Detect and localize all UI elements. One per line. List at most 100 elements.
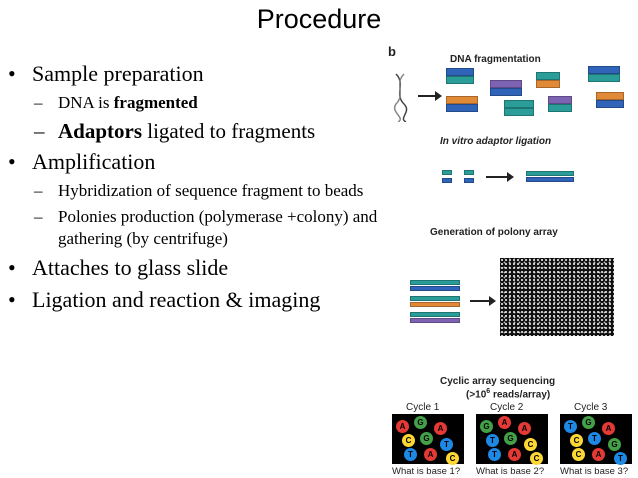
- template-bar: [410, 296, 460, 301]
- template-bar: [410, 280, 460, 285]
- subbullet-text: Polonies production (polymerase +colony)…: [58, 207, 378, 248]
- base-dot: T: [488, 448, 501, 461]
- fragment-bar: [504, 100, 534, 108]
- base-dot: C: [530, 452, 543, 465]
- template-bar: [410, 286, 460, 291]
- subbullet-bold-text: Adaptors: [58, 119, 143, 143]
- subbullet-hybridization: – Hybridization of sequence fragment to …: [8, 180, 388, 202]
- subbullet-bold-text: fragmented: [113, 93, 198, 112]
- slide-title: Procedure: [256, 4, 382, 34]
- adaptor-bar: [442, 178, 452, 183]
- polony-array-image: [500, 258, 614, 336]
- arrow-icon: [486, 172, 514, 182]
- dash-marker: –: [34, 181, 43, 200]
- dash-marker: –: [34, 119, 45, 143]
- base-dot: G: [608, 438, 621, 451]
- base-dot: A: [434, 422, 447, 435]
- base-dot: C: [446, 452, 459, 465]
- fragment-bar: [446, 104, 478, 112]
- bullet-text: Amplification: [32, 149, 156, 174]
- base-dot: G: [504, 432, 517, 445]
- fragment-bar: [490, 80, 522, 88]
- fragment-bar: [504, 108, 534, 116]
- panel-letter: b: [388, 44, 396, 59]
- base-dot: C: [524, 438, 537, 451]
- dna-helix-icon: [393, 73, 408, 122]
- arrow-icon: [418, 91, 442, 101]
- base-dot: T: [404, 448, 417, 461]
- step-label-fragmentation: DNA fragmentation: [450, 54, 541, 65]
- base-dot: A: [396, 420, 409, 433]
- subbullet-text: Hybridization of sequence fragment to be…: [58, 181, 364, 200]
- step-label-sequencing: Cyclic array sequencing: [440, 376, 556, 387]
- fragment-bar: [596, 92, 624, 100]
- base-dot: A: [498, 416, 511, 429]
- cycle-label: Cycle 2: [490, 402, 524, 413]
- bullet-sample-preparation: • Sample preparation: [8, 60, 388, 88]
- subbullet-polonies: – Polonies production (polymerase +colon…: [8, 206, 388, 250]
- subbullet-adaptors-ligated: – Adaptors ligated to fragments: [8, 118, 388, 144]
- fragment-bar: [548, 96, 572, 104]
- fragment-bar: [536, 80, 560, 88]
- cycle-label: Cycle 3: [574, 402, 608, 413]
- base-dot: A: [424, 448, 437, 461]
- ligated-bar: [526, 177, 574, 182]
- step-label-polony: Generation of polony array: [430, 227, 558, 238]
- fragment-bar: [446, 96, 478, 104]
- fragment-bar: [446, 76, 474, 84]
- base-dot: G: [582, 416, 595, 429]
- adaptor-bar: [464, 178, 474, 183]
- base-dot: A: [508, 448, 521, 461]
- fragment-bar: [548, 104, 572, 112]
- template-bar: [410, 302, 460, 307]
- adaptor-bar: [442, 170, 452, 175]
- base-dot: A: [592, 448, 605, 461]
- bullet-text: Attaches to glass slide: [32, 255, 229, 280]
- bullet-list: • Sample preparation – DNA is fragmented…: [8, 60, 388, 318]
- fragment-bar: [588, 66, 620, 74]
- base-dot: T: [588, 432, 601, 445]
- bullet-text: Ligation and reaction & imaging: [32, 287, 321, 312]
- fragment-bar: [490, 88, 522, 96]
- cycle-question: What is base 1?: [392, 466, 461, 477]
- bullet-ligation: • Ligation and reaction & imaging: [8, 286, 388, 314]
- bullet-marker: •: [8, 149, 16, 174]
- fragment-bar: [446, 68, 474, 76]
- ligated-bar: [526, 171, 574, 176]
- base-dot: T: [486, 434, 499, 447]
- bullet-text: Sample preparation: [32, 61, 204, 86]
- base-dot: G: [414, 416, 427, 429]
- subbullet-text: ligated to fragments: [142, 119, 316, 143]
- fragment-bar: [596, 100, 624, 108]
- step-label-ligation: In vitro adaptor ligation: [440, 136, 552, 147]
- cycle-label: Cycle 1: [406, 402, 440, 413]
- base-dot: A: [602, 422, 615, 435]
- cycle-question: What is base 3?: [560, 466, 629, 477]
- base-dot: T: [440, 438, 453, 451]
- fragment-bar: [536, 72, 560, 80]
- template-bar: [410, 312, 460, 317]
- base-dot: G: [420, 432, 433, 445]
- subbullet-dna-fragmented: – DNA is fragmented: [8, 92, 388, 114]
- base-dot: C: [572, 448, 585, 461]
- bullet-attaches: • Attaches to glass slide: [8, 254, 388, 282]
- base-dot: A: [518, 422, 531, 435]
- subbullet-text: DNA is: [58, 93, 114, 112]
- adaptor-bar: [464, 170, 474, 175]
- fragment-bar: [588, 74, 620, 82]
- bullet-amplification: • Amplification: [8, 148, 388, 176]
- dash-marker: –: [34, 207, 43, 226]
- bullet-marker: •: [8, 61, 16, 86]
- step-label-reads: (>106 reads/array): [466, 388, 551, 401]
- base-dot: T: [564, 420, 577, 433]
- base-dot: T: [614, 452, 627, 465]
- bullet-marker: •: [8, 255, 16, 280]
- procedure-figure: b DNA fragmentation In vitro adaptor lig…: [388, 44, 638, 478]
- cycle-question: What is base 2?: [476, 466, 545, 477]
- dash-marker: –: [34, 93, 43, 112]
- base-dot: G: [480, 420, 493, 433]
- base-dot: C: [402, 434, 415, 447]
